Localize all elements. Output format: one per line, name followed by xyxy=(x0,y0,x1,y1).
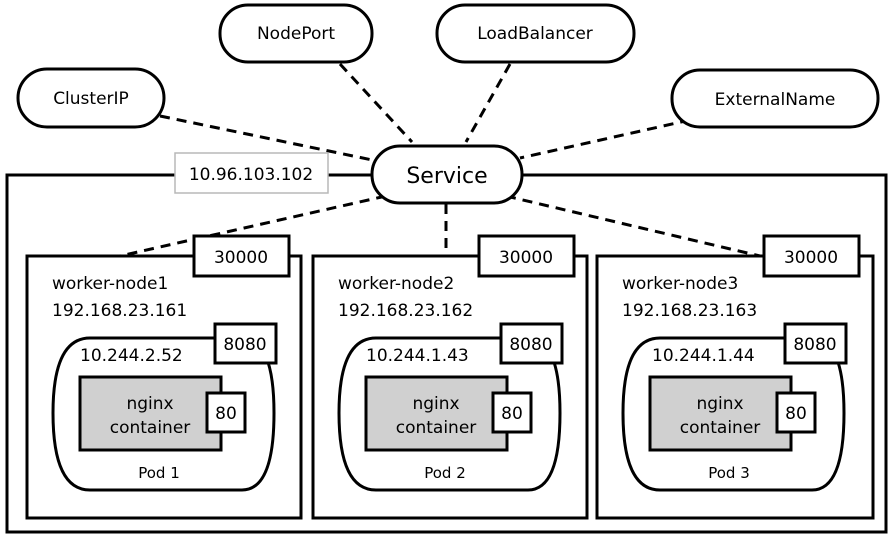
svg-text:ClusterIP: ClusterIP xyxy=(53,89,129,109)
pod-port-badge: 8080 xyxy=(213,322,278,365)
connector-externalname xyxy=(519,118,691,160)
pod: 10.244.1.44 Pod 3 8080 nginx container 8… xyxy=(621,322,848,492)
nginx-container: nginx container xyxy=(78,375,223,452)
svg-text:LoadBalancer: LoadBalancer xyxy=(477,24,593,44)
pod-label: Pod 1 xyxy=(138,464,180,482)
connector-loadbalancer xyxy=(464,63,512,143)
svg-text:8080: 8080 xyxy=(223,335,266,355)
svg-text:nginx: nginx xyxy=(126,394,173,414)
svg-text:80: 80 xyxy=(785,404,807,424)
nginx-container: nginx container xyxy=(648,375,793,452)
svg-text:8080: 8080 xyxy=(793,335,836,355)
svg-text:container: container xyxy=(396,418,477,438)
connector-clusterip xyxy=(159,114,383,164)
nginx-container: nginx container xyxy=(364,375,509,452)
worker-node-name: worker-node1 xyxy=(52,274,168,294)
worker-node: worker-node3 192.168.23.163 30000 10.244… xyxy=(595,234,875,520)
connector-node1 xyxy=(119,194,387,258)
pod: 10.244.2.52 Pod 1 8080 nginx container 8… xyxy=(51,322,278,492)
service-node: Service xyxy=(370,144,524,205)
container-port-badge: 80 xyxy=(205,391,247,434)
svg-text:container: container xyxy=(680,418,761,438)
service-cluster-ip: 10.96.103.102 xyxy=(174,152,329,194)
pod-port-badge: 8080 xyxy=(783,322,848,365)
svg-text:30000: 30000 xyxy=(214,248,268,268)
worker-node-name: worker-node2 xyxy=(338,274,454,294)
worker-node: worker-node1 192.168.23.161 30000 10.244… xyxy=(25,234,303,520)
pod-ip: 10.244.1.44 xyxy=(652,346,755,366)
pod-port-badge: 8080 xyxy=(499,322,564,365)
pod-label: Pod 2 xyxy=(424,464,466,482)
worker-node-name: worker-node3 xyxy=(622,274,738,294)
svg-text:NodePort: NodePort xyxy=(257,24,335,44)
worker-node-ip: 192.168.23.163 xyxy=(622,301,757,321)
svg-text:nginx: nginx xyxy=(412,394,459,414)
worker-node-ip: 192.168.23.162 xyxy=(338,301,473,321)
svg-text:30000: 30000 xyxy=(499,248,553,268)
svg-text:10.96.103.102: 10.96.103.102 xyxy=(189,165,313,185)
pod: 10.244.1.43 Pod 2 8080 nginx container 8… xyxy=(337,322,564,492)
svg-text:ExternalName: ExternalName xyxy=(715,90,836,110)
connector-nodeport xyxy=(338,62,414,144)
node-port-badge: 30000 xyxy=(762,234,861,278)
svg-text:Service: Service xyxy=(406,164,487,189)
pod-ip: 10.244.1.43 xyxy=(366,346,469,366)
service-type-clusterip: ClusterIP xyxy=(16,67,166,129)
pod-ip: 10.244.2.52 xyxy=(80,346,183,366)
service-type-loadbalancer: LoadBalancer xyxy=(435,3,636,64)
svg-text:container: container xyxy=(110,418,191,438)
connector-node3 xyxy=(505,194,761,258)
worker-node: worker-node2 192.168.23.162 30000 10.244… xyxy=(311,234,589,520)
svg-text:80: 80 xyxy=(501,404,523,424)
service-type-nodeport: NodePort xyxy=(218,3,374,64)
svg-text:80: 80 xyxy=(215,404,237,424)
container-port-badge: 80 xyxy=(775,391,817,434)
svg-text:30000: 30000 xyxy=(784,248,838,268)
node-port-badge: 30000 xyxy=(477,234,576,278)
svg-text:nginx: nginx xyxy=(696,394,743,414)
node-port-badge: 30000 xyxy=(192,234,291,278)
worker-node-ip: 192.168.23.161 xyxy=(52,301,187,321)
pod-label: Pod 3 xyxy=(708,464,750,482)
container-port-badge: 80 xyxy=(491,391,533,434)
svg-text:8080: 8080 xyxy=(509,335,552,355)
service-type-externalname: ExternalName xyxy=(670,68,880,129)
